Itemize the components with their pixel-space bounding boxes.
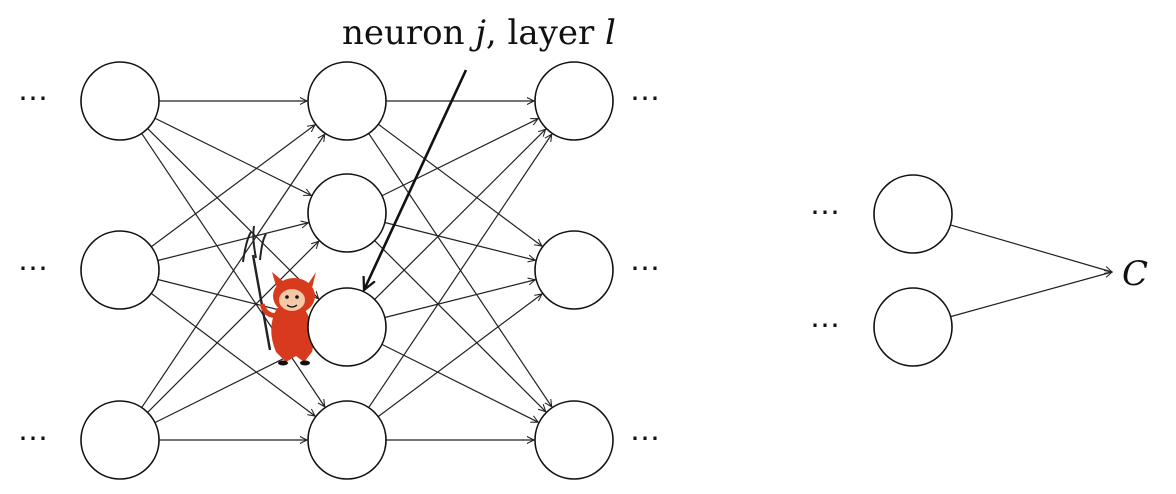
right-layer-node-2: [534, 230, 614, 310]
output-side-node-2: [873, 287, 953, 367]
edge-middle-4-to-right-2: [377, 294, 542, 418]
ellipsis-output-top: ⋯: [810, 195, 840, 230]
output-side-node-1: [873, 174, 953, 254]
right-layer-node-1: [534, 61, 614, 141]
middle-layer-node-4: [307, 400, 387, 480]
edge-left-1-to-middle-3: [147, 128, 319, 299]
neuron-layer-label: neuron j, layer l: [342, 13, 616, 53]
ellipsis-left-middle: ⋯: [18, 251, 48, 286]
demon-icon: [242, 225, 316, 366]
ellipsis-left-top: ⋯: [18, 81, 48, 116]
highlighted-node-layer: [307, 287, 387, 367]
edge-left-3-to-middle-1: [141, 134, 325, 408]
ellipsis-left-bottom: ⋯: [18, 421, 48, 456]
edge-middle-2-to-right-1: [381, 119, 538, 197]
edge-middle-2-to-right-2: [384, 221, 535, 260]
edge-left-3-to-middle-2: [147, 241, 319, 413]
middle-layer-node-1: [307, 61, 387, 141]
edge-middle-3-to-right-3: [381, 343, 538, 423]
ellipsis-right-middle: ⋯: [630, 251, 660, 286]
ellipsis-output-bottom: ⋯: [810, 308, 840, 343]
pointer-arrow: [364, 69, 468, 290]
network-nodes: [80, 61, 953, 480]
edge-left-2-to-middle-4: [150, 292, 315, 416]
right-layer-node-3: [534, 400, 614, 480]
edge-middle-1-to-right-2: [377, 123, 542, 246]
left-layer-node-1: [80, 61, 160, 141]
edge-left-1-to-middle-2: [154, 117, 311, 195]
middle-layer-node-2: [307, 173, 387, 253]
edge-left-2-to-middle-2: [157, 223, 308, 262]
edge-middle-3-to-right-2: [384, 280, 535, 319]
middle-layer-node-3: [307, 287, 387, 367]
cost-symbol: C: [1122, 254, 1148, 294]
edge-middle-2-to-right-3: [374, 240, 546, 412]
network-edges: [141, 101, 1112, 440]
left-layer-node-2: [80, 230, 160, 310]
edge-middle-3-to-right-1: [374, 129, 546, 300]
left-layer-node-3: [80, 400, 160, 480]
ellipsis-right-bottom: ⋯: [630, 421, 660, 456]
edge-middle-4-to-right-1: [368, 134, 552, 408]
ellipsis-right-top: ⋯: [630, 81, 660, 116]
edge-output-2-to-cost: [950, 272, 1112, 318]
edge-output-1-to-cost: [950, 224, 1112, 272]
edge-left-2-to-middle-1: [150, 125, 315, 248]
